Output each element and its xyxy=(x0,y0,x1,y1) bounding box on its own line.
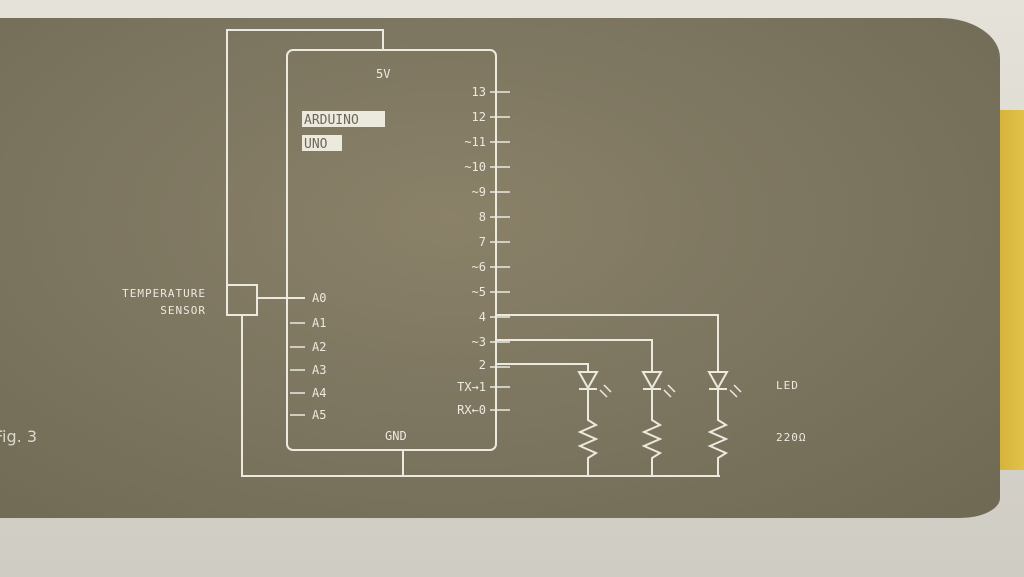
diagram-panel xyxy=(0,18,1000,518)
digital-pin-label: 4 xyxy=(479,310,486,324)
power-wire xyxy=(226,29,384,293)
digital-pin-label: ~11 xyxy=(464,135,486,149)
power-pin-label: 5V xyxy=(376,67,390,81)
arduino-board-outline xyxy=(286,49,497,451)
digital-pin-label: 7 xyxy=(479,235,486,249)
board-name-line2: UNO xyxy=(304,137,328,152)
pin4-led-wire xyxy=(496,314,719,372)
digital-pin-stubs xyxy=(490,91,510,411)
digital-pin-label: ~6 xyxy=(472,260,486,274)
analog-pin-label: A2 xyxy=(312,340,326,354)
resistor-1 xyxy=(577,415,599,476)
digital-pin-label: 13 xyxy=(472,85,486,99)
led-1 xyxy=(577,371,612,415)
temperature-sensor-symbol xyxy=(226,284,258,316)
digital-pin-label: ~9 xyxy=(472,185,486,199)
digital-pin-label: TX→1 xyxy=(457,380,486,394)
ground-pin-label: GND xyxy=(385,429,407,443)
digital-pin-label: ~10 xyxy=(464,160,486,174)
analog-pin-label: A1 xyxy=(312,316,326,330)
analog-pin-label: A4 xyxy=(312,386,326,400)
sensor-label-line1: TEMPERATURE xyxy=(122,287,206,300)
resistor-label: 220Ω xyxy=(776,431,807,444)
analog-pin-label: A5 xyxy=(312,408,326,422)
digital-pin-label: ~5 xyxy=(472,285,486,299)
led-2 xyxy=(641,371,676,415)
pin2-led-wire xyxy=(496,363,589,372)
figure-label: Fig. 3 xyxy=(0,427,37,446)
analog-pin-label: A0 xyxy=(312,291,326,305)
sensor-label-line2: SENSOR xyxy=(160,304,206,317)
analog-pin-label: A3 xyxy=(312,363,326,377)
led-label: LED xyxy=(776,379,799,392)
led-3 xyxy=(707,371,742,415)
board-name-highlight-2 xyxy=(302,135,342,151)
resistor-3 xyxy=(707,415,729,476)
digital-pin-label: 2 xyxy=(479,358,486,372)
digital-pin-label: RX←0 xyxy=(457,403,486,417)
board-name-highlight-1 xyxy=(302,111,385,127)
digital-pin-label: 12 xyxy=(472,110,486,124)
resistor-2 xyxy=(641,415,663,476)
sensor-ground-wire xyxy=(241,315,403,477)
board-name-line1: ARDUINO xyxy=(304,113,359,128)
digital-pin-label: ~3 xyxy=(472,335,486,349)
analog-pin-stubs xyxy=(290,322,305,416)
digital-pin-label: 8 xyxy=(479,210,486,224)
pin3-led-wire xyxy=(496,339,653,372)
